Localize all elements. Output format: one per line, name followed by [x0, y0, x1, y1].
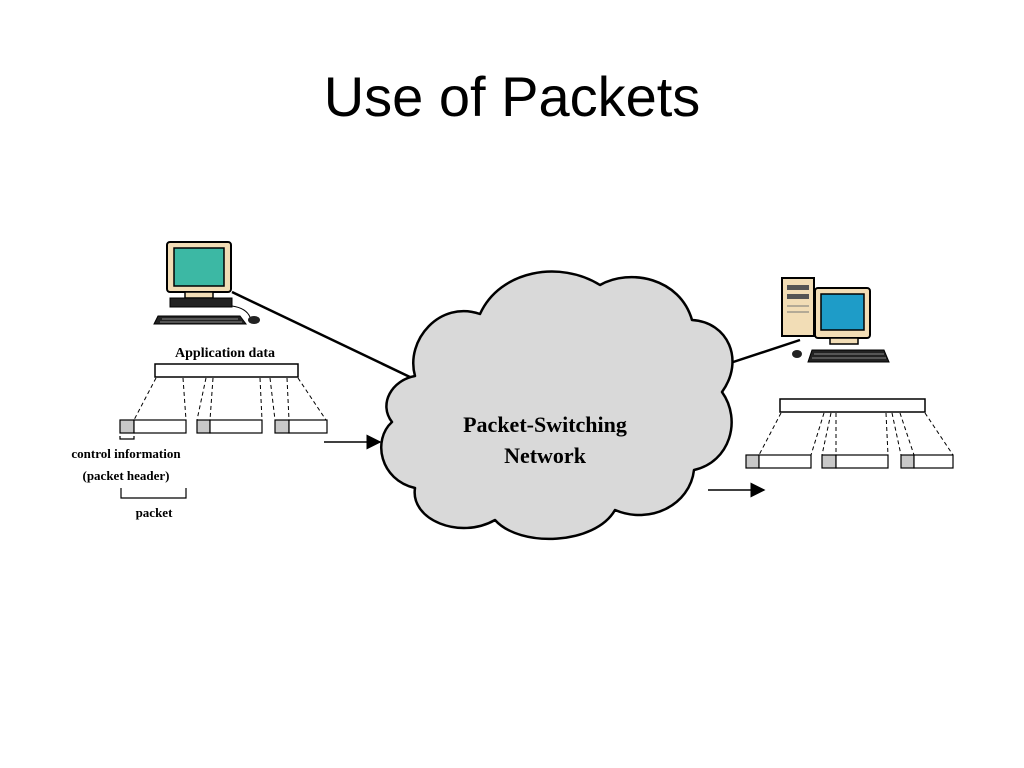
sender-link-line — [231, 290, 413, 380]
receiver-packet-2 — [821, 454, 889, 469]
desktop-computer-icon — [153, 241, 260, 325]
cloud-icon — [379, 270, 734, 541]
packet-label: packet — [136, 505, 174, 520]
receiver-packet-1 — [745, 454, 812, 469]
tower-computer-icon — [781, 277, 890, 363]
receiver-packet-3 — [900, 454, 954, 469]
sender-application-data-bar — [154, 363, 299, 378]
sender-packetization: Application data — [71, 346, 328, 520]
receiver-reassembly — [745, 398, 954, 469]
sender-packet-1 — [119, 419, 187, 434]
network-label-line2: Network — [504, 443, 587, 468]
receiver-application-data-bar — [779, 398, 926, 413]
packet-header-label: (packet header) — [82, 468, 169, 483]
sender-packet-2 — [196, 419, 263, 434]
control-information-label: control information — [71, 446, 181, 461]
packet-bracket — [120, 488, 187, 499]
slide-title: Use of Packets — [323, 65, 701, 128]
sender-packet-3 — [274, 419, 328, 434]
network-label-line1: Packet-Switching — [463, 412, 627, 437]
application-data-label: Application data — [175, 346, 275, 361]
header-bracket — [119, 436, 135, 440]
